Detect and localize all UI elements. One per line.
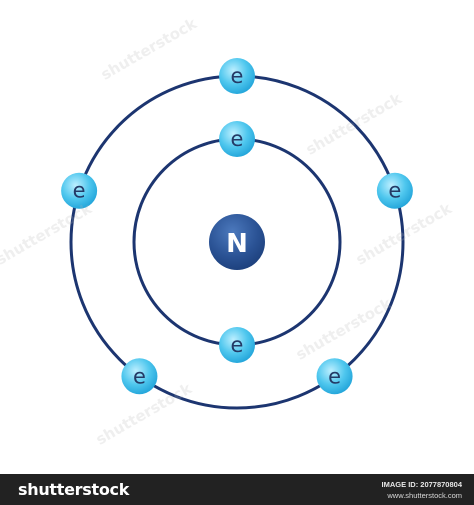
electron-label: e	[73, 179, 86, 203]
nucleus-symbol: N	[226, 229, 248, 259]
electron-label: e	[328, 364, 341, 388]
electron-label: e	[231, 64, 244, 88]
nucleus: N	[209, 214, 265, 270]
electron: e	[61, 172, 98, 209]
electron: e	[121, 358, 158, 395]
site-url: www.shutterstock.com	[387, 490, 462, 500]
electron: e	[219, 121, 255, 157]
electron-label: e	[231, 127, 244, 151]
atom-diagram: N e e e e e e e	[61, 58, 413, 410]
electron: e	[376, 172, 413, 209]
footer-bar: shutterstock IMAGE ID: 2077870804 www.sh…	[0, 474, 474, 505]
footer-meta: IMAGE ID: 2077870804 www.shutterstock.co…	[382, 479, 462, 501]
electron-label: e	[231, 333, 244, 357]
image-id: IMAGE ID: 2077870804	[381, 479, 462, 489]
electron: e	[219, 58, 255, 94]
shutterstock-logo: shutterstock	[18, 480, 130, 499]
electron-label: e	[133, 364, 146, 388]
electron: e	[219, 327, 255, 363]
electrons: e e e e e e e	[61, 58, 413, 395]
electron-label: e	[388, 179, 401, 203]
electron: e	[316, 358, 353, 395]
